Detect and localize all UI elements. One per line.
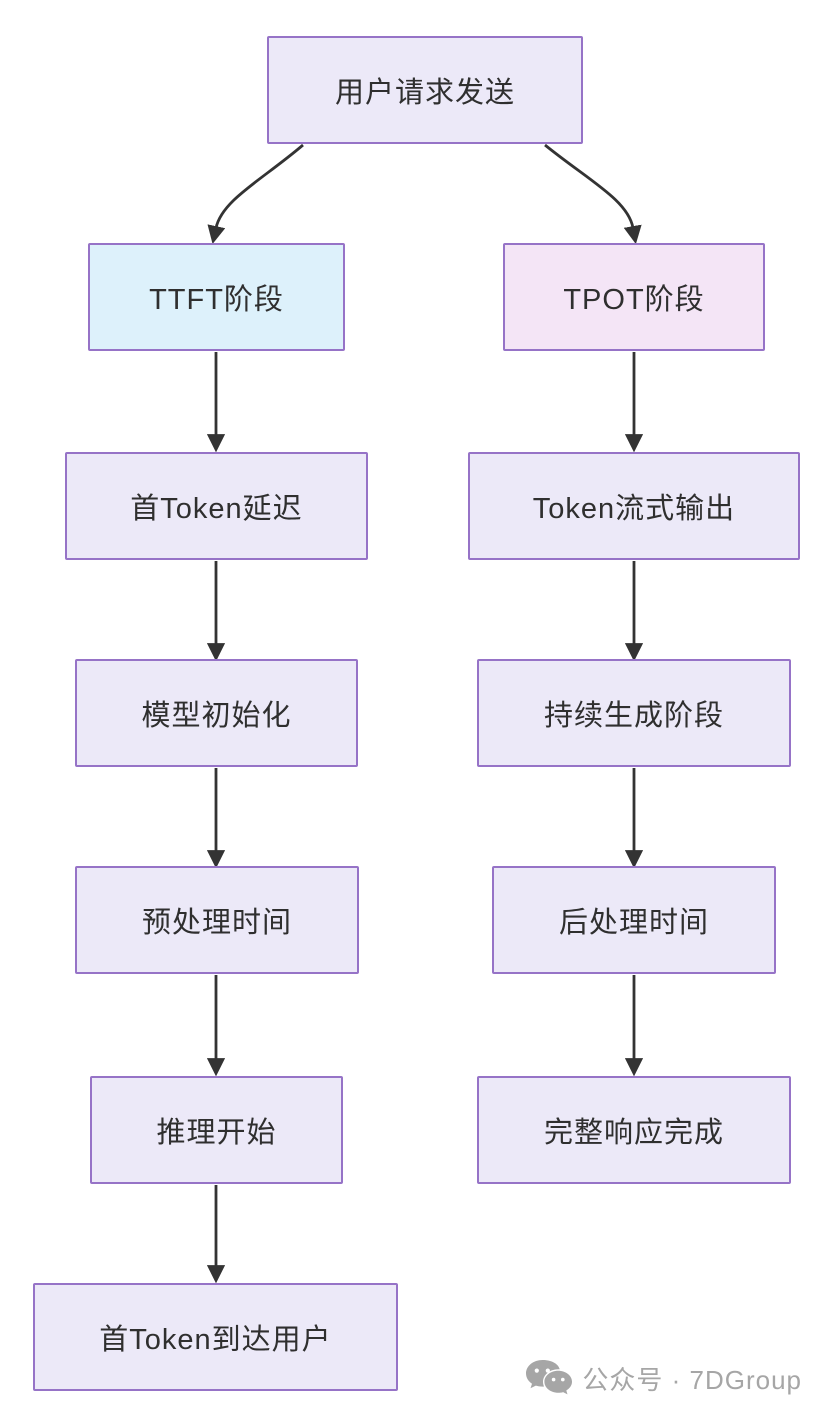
node-postprocess-time: 后处理时间 — [492, 866, 776, 974]
node-label: 模型初始化 — [141, 700, 292, 732]
node-inference-start: 推理开始 — [90, 1076, 343, 1184]
watermark-text: 公众号 · 7DGroup — [582, 1364, 802, 1395]
node-first-token-delay: 首Token延迟 — [65, 452, 368, 560]
node-label: 预处理时间 — [141, 907, 292, 939]
node-model-init: 模型初始化 — [75, 659, 358, 767]
node-label: 首Token到达用户 — [99, 1324, 332, 1356]
node-complete-response: 完整响应完成 — [477, 1076, 791, 1184]
node-label: TPOT阶段 — [563, 284, 705, 316]
node-token-stream-output: Token流式输出 — [468, 452, 800, 560]
node-label: 完整响应完成 — [543, 1117, 724, 1149]
watermark: 公众号 · 7DGroup — [526, 1358, 802, 1398]
edge-start-to-ttft — [207, 143, 304, 245]
node-label: 首Token延迟 — [130, 493, 303, 525]
node-label: TTFT阶段 — [149, 284, 284, 316]
node-label: 用户请求发送 — [334, 77, 515, 109]
node-label: 推理开始 — [156, 1117, 277, 1149]
node-label: 持续生成阶段 — [543, 700, 724, 732]
node-first-token-arrives-user: 首Token到达用户 — [33, 1283, 398, 1391]
node-ttft-phase: TTFT阶段 — [88, 243, 345, 351]
wechat-icon — [526, 1360, 573, 1395]
node-label: Token流式输出 — [532, 493, 736, 525]
node-user-request-sent: 用户请求发送 — [267, 36, 583, 144]
node-preprocess-time: 预处理时间 — [75, 866, 359, 974]
edge-start-to-tpot — [544, 143, 642, 245]
node-tpot-phase: TPOT阶段 — [503, 243, 765, 351]
node-continuous-generation: 持续生成阶段 — [477, 659, 791, 767]
node-label: 后处理时间 — [558, 907, 709, 939]
